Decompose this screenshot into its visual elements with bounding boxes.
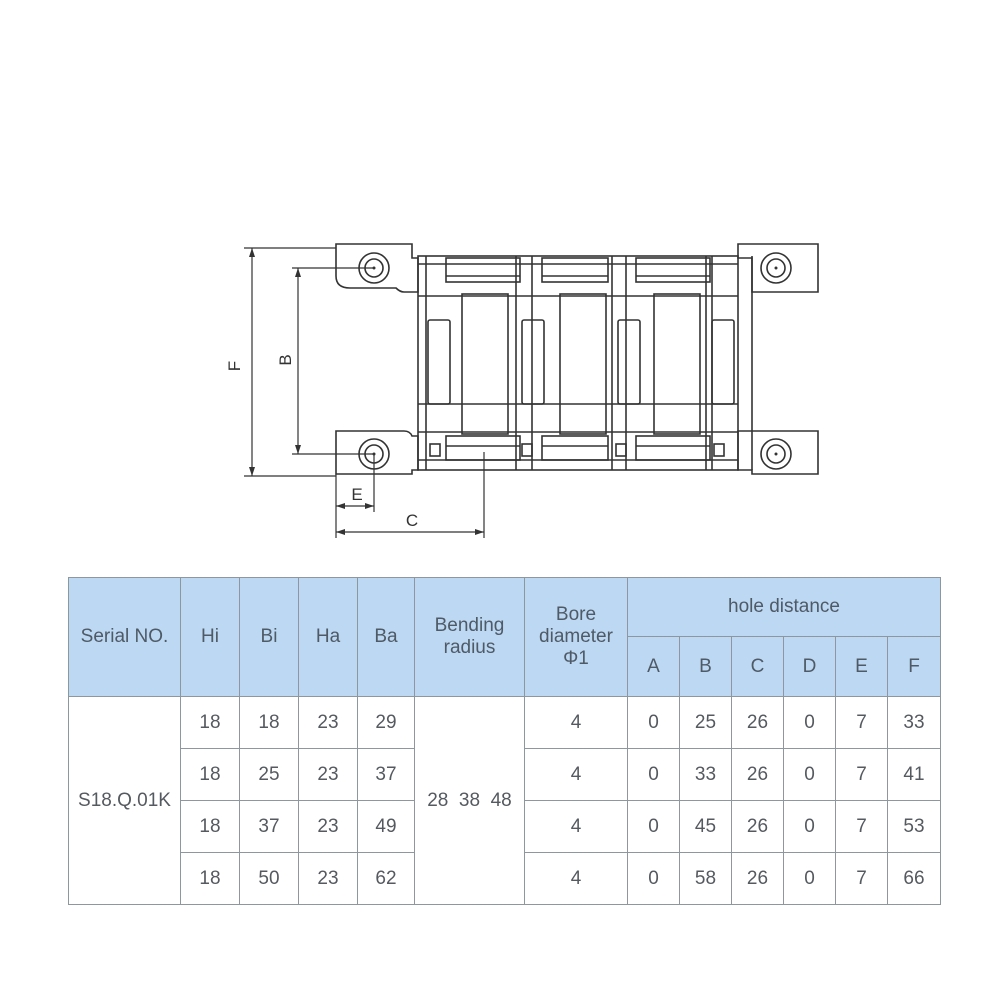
hole-a-cell: 0: [627, 800, 680, 853]
table-row: S18.Q.01K 18 18 23 29 28 38 48 4 0 25 26…: [68, 696, 941, 905]
bi-cell: 18: [239, 696, 299, 749]
crossbar-bottom-1: [445, 435, 521, 461]
hole-e-cell: 7: [835, 696, 888, 749]
right-bottom-bracket: [737, 430, 819, 475]
bolt-hole-top-right: [760, 252, 792, 284]
left-bottom-bracket: [335, 430, 419, 475]
label-C: C: [406, 511, 418, 530]
hole-a-cell: 0: [627, 696, 680, 749]
ba-cell: 37: [357, 748, 415, 801]
hole-c-cell: 26: [731, 748, 784, 801]
header-hole-e: E: [835, 636, 888, 697]
label-B: B: [276, 354, 295, 365]
table-row: 18 50 23 62 4 0 58 26 0 7 66: [69, 852, 941, 905]
bi-cell: 50: [239, 852, 299, 905]
hi-cell: 18: [180, 748, 240, 801]
header-bending-radius: Bending radius: [414, 577, 525, 697]
ha-cell: 23: [298, 800, 358, 853]
header-hole-d: D: [783, 636, 836, 697]
header-hole-f: F: [887, 636, 941, 697]
spec-table: Serial NO. Hi Bi Ha Ba Bending radius Bo…: [68, 577, 941, 905]
bore-cell: 4: [524, 748, 628, 801]
header-hole-b: B: [679, 636, 732, 697]
ha-cell: 23: [298, 748, 358, 801]
drag-chain-technical-drawing: F B E C: [225, 243, 819, 538]
slot-4: [711, 319, 735, 405]
right-top-bracket: [737, 243, 819, 293]
hole-d-cell: 0: [783, 852, 836, 905]
header-ba: Ba: [357, 577, 415, 697]
vertical-bar-2: [559, 293, 607, 435]
hi-cell: 18: [180, 852, 240, 905]
bi-cell: 37: [239, 800, 299, 853]
vertical-bar-1: [461, 293, 509, 435]
header-bore-diameter: Bore diameter Φ1: [524, 577, 628, 697]
hole-d-cell: 0: [783, 800, 836, 853]
hole-b-cell: 33: [679, 748, 732, 801]
hole-f-cell: 53: [887, 800, 941, 853]
crossbar-top-2: [541, 257, 609, 283]
hole-e-cell: 7: [835, 852, 888, 905]
bore-cell: 4: [524, 852, 628, 905]
label-E: E: [351, 485, 362, 504]
hole-d-cell: 0: [783, 696, 836, 749]
vertical-bar-3: [653, 293, 701, 435]
hole-a-cell: 0: [627, 852, 680, 905]
header-ha: Ha: [298, 577, 358, 697]
ha-cell: 23: [298, 696, 358, 749]
bending-radius-cell: 28 38 48: [414, 696, 525, 905]
hi-cell: 18: [180, 696, 240, 749]
slot-2: [521, 319, 545, 405]
crossbar-top-1: [445, 257, 521, 283]
hole-b-cell: 58: [679, 852, 732, 905]
header-hole-c: C: [731, 636, 784, 697]
slot-1: [427, 319, 451, 405]
header-serial-no: Serial NO.: [68, 577, 181, 697]
crossbar-bottom-2: [541, 435, 609, 461]
hole-d-cell: 0: [783, 748, 836, 801]
hole-e-cell: 7: [835, 800, 888, 853]
serial-no-cell: S18.Q.01K: [68, 696, 181, 905]
header-hole-a: A: [627, 636, 680, 697]
crossbar-top-3: [635, 257, 711, 283]
slot-3: [617, 319, 641, 405]
hole-a-cell: 0: [627, 748, 680, 801]
label-F: F: [225, 361, 244, 371]
bore-cell: 4: [524, 800, 628, 853]
ba-cell: 62: [357, 852, 415, 905]
hole-b-cell: 25: [679, 696, 732, 749]
ba-cell: 29: [357, 696, 415, 749]
bi-cell: 25: [239, 748, 299, 801]
hole-c-cell: 26: [731, 800, 784, 853]
crossbar-bottom-3: [635, 435, 711, 461]
header-hi: Hi: [180, 577, 240, 697]
hole-c-cell: 26: [731, 696, 784, 749]
header-hole-distance: hole distance: [627, 577, 941, 637]
chain-frame: [417, 255, 739, 471]
bolt-hole-bottom-right: [760, 438, 792, 470]
hole-c-cell: 26: [731, 852, 784, 905]
hole-f-cell: 66: [887, 852, 941, 905]
header-bi: Bi: [239, 577, 299, 697]
left-top-bracket: [335, 243, 419, 293]
hole-f-cell: 41: [887, 748, 941, 801]
hole-e-cell: 7: [835, 748, 888, 801]
ba-cell: 49: [357, 800, 415, 853]
hole-f-cell: 33: [887, 696, 941, 749]
table-row: 18 37 23 49 4 0 45 26 0 7 53: [69, 800, 941, 853]
hi-cell: 18: [180, 800, 240, 853]
hole-b-cell: 45: [679, 800, 732, 853]
ha-cell: 23: [298, 852, 358, 905]
bore-cell: 4: [524, 696, 628, 749]
